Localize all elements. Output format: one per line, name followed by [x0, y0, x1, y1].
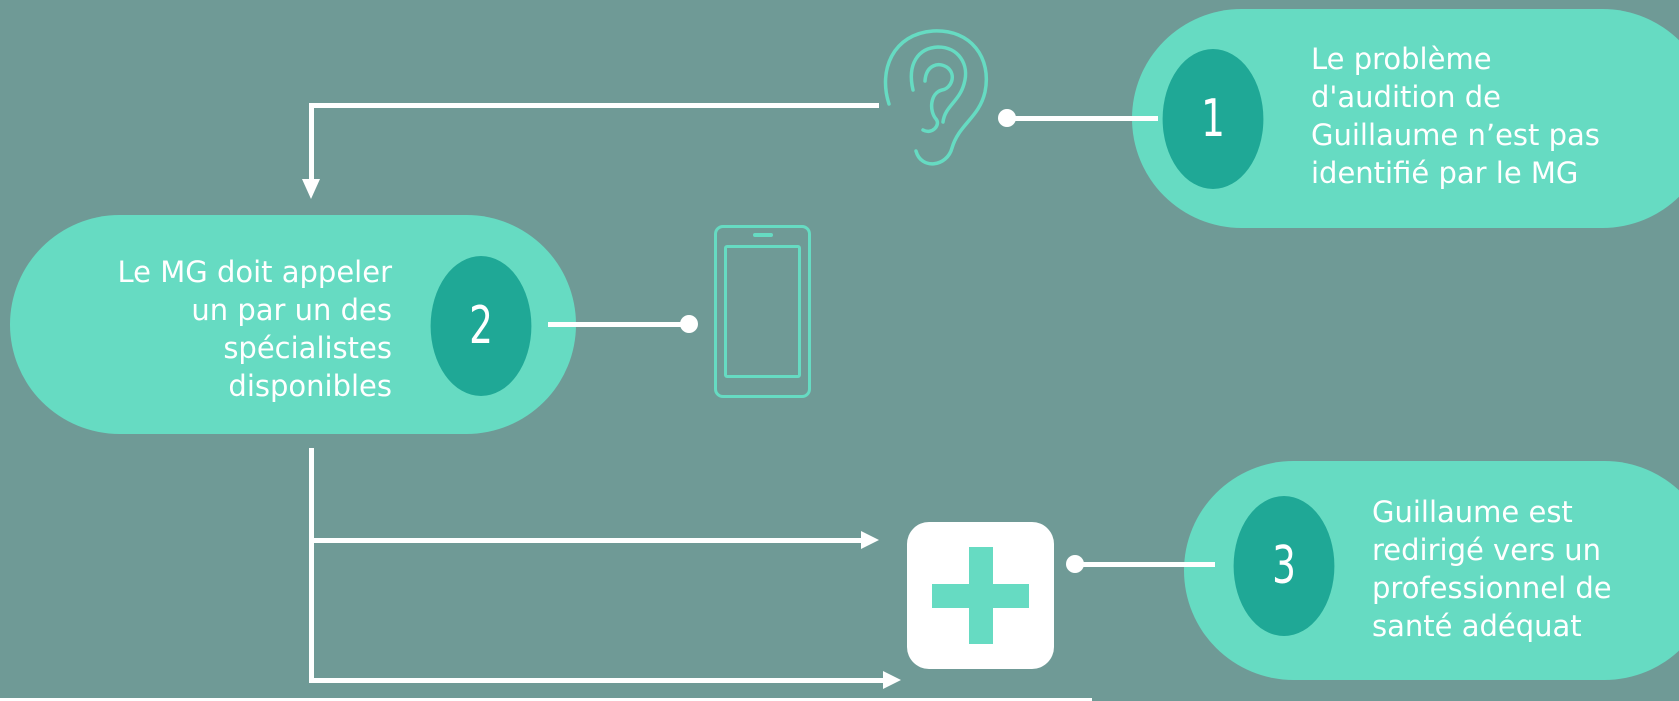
step-3-connector-dot [1066, 555, 1084, 573]
arrow-right-lower [883, 671, 901, 689]
connector-ear-horizontal [309, 103, 879, 108]
step-3-number-badge: 3 [1233, 496, 1335, 636]
step-3-text: Guillaume est redirigé vers un professio… [1372, 495, 1612, 643]
bottom-edge-line [0, 698, 1092, 701]
smartphone-screen [724, 245, 801, 378]
medical-cross-vertical [969, 547, 993, 644]
arrow-down-to-step-2 [302, 179, 320, 199]
step-2-connector [548, 322, 689, 327]
smartphone-speaker [753, 233, 773, 237]
connector-step-2-vertical [309, 448, 314, 683]
connector-ear-vertical [309, 103, 314, 181]
connector-branch-lower [309, 678, 884, 683]
ear-icon [883, 29, 988, 166]
step-1-text: Le problème d'audition de Guillaume n’es… [1311, 42, 1600, 190]
step-1-connector-dot [998, 109, 1016, 127]
step-1-connector [1008, 116, 1158, 121]
step-2-number-badge: 2 [430, 256, 532, 396]
connector-branch-upper [309, 538, 861, 543]
smartphone-frame [714, 225, 811, 398]
step-1-number-badge: 1 [1162, 49, 1264, 189]
step-2-text: Le MG doit appeler un par un des spécial… [117, 255, 392, 403]
step-2-connector-dot [680, 315, 698, 333]
arrow-right-upper [861, 531, 879, 549]
step-3-connector [1075, 562, 1215, 567]
